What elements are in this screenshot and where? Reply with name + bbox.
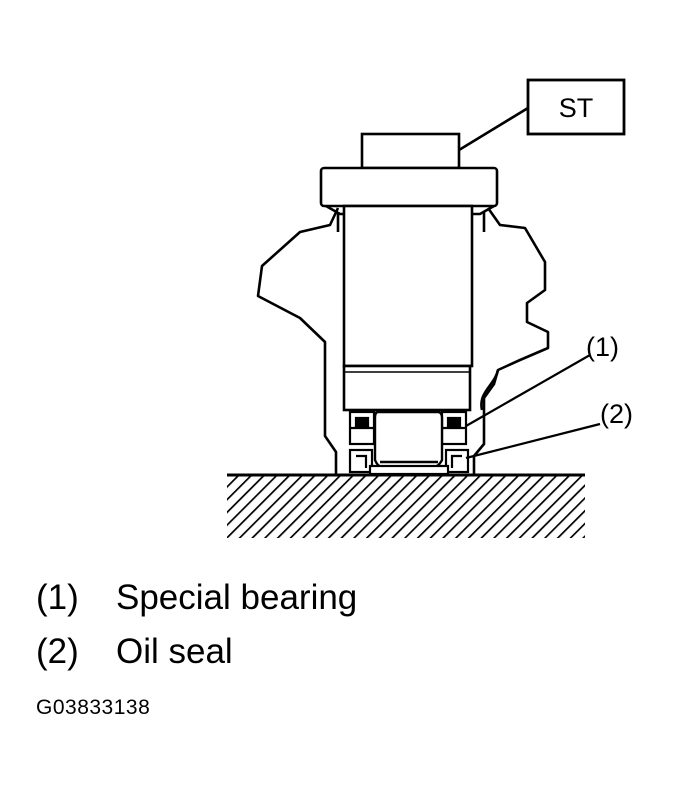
callout-1-label: (1) (586, 332, 619, 362)
legend-number: (1) (36, 578, 79, 617)
tool-top-knob (360, 132, 461, 170)
tool-label-text: ST (559, 93, 594, 123)
legend-item-oil-seal: (2) Oil seal (36, 632, 233, 672)
legend-text: Oil seal (116, 632, 233, 671)
legend-item-special-bearing: (1) Special bearing (36, 578, 357, 618)
tool-body (342, 204, 474, 368)
callout-2-label: (2) (600, 399, 633, 429)
special-tool (319, 132, 499, 412)
figure-id: G03833138 (36, 696, 151, 719)
installation-diagram: ST (1) (2) (227, 78, 633, 538)
tool-flange (319, 166, 499, 208)
tool-pilot (373, 410, 444, 470)
special-bearing (348, 410, 468, 446)
oil-seal (348, 448, 470, 476)
tool-label-callout: ST (458, 78, 626, 152)
callout-1: (1) (465, 332, 619, 427)
callout-2: (2) (465, 399, 633, 460)
housing-outline (256, 207, 550, 474)
legend-number: (2) (36, 632, 79, 671)
work-surface (227, 473, 585, 538)
legend-text: Special bearing (116, 578, 358, 617)
tool-label-box (526, 78, 626, 136)
tool-lower-block (342, 364, 472, 412)
